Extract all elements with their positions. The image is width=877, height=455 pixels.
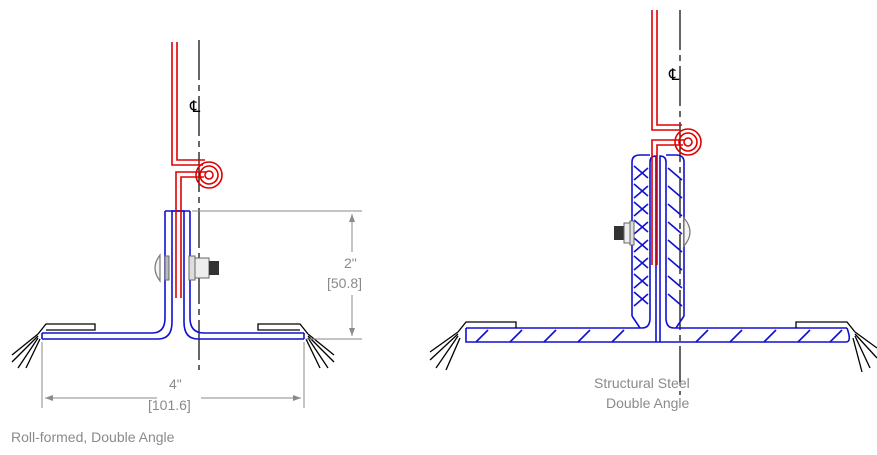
- left-purlin-left: [11, 323, 96, 369]
- left-width-dimension: [41, 342, 305, 408]
- right-purlin-right: [795, 321, 877, 373]
- left-height-dimension: [192, 210, 362, 340]
- right-purlin-left: [429, 321, 517, 371]
- left-width-inches: 4": [169, 376, 182, 392]
- left-centerline-label: ℄: [189, 97, 201, 116]
- right-centerline-label: ℄: [668, 65, 680, 84]
- right-panel-seam: [651, 10, 702, 265]
- left-bolt: [154, 253, 219, 283]
- left-detail: ℄: [11, 40, 362, 445]
- left-caption: Roll-formed, Double Angle: [11, 429, 175, 445]
- left-height-inches: 2": [344, 255, 357, 271]
- left-height-mm: [50.8]: [327, 275, 362, 291]
- right-caption-line1: Structural Steel: [594, 375, 690, 391]
- left-panel-seam: [171, 42, 223, 298]
- left-purlin-right: [257, 323, 335, 369]
- right-clip-angle: [465, 154, 851, 343]
- right-bolt: [614, 216, 691, 248]
- right-caption-line2: Double Angle: [606, 395, 690, 411]
- left-width-mm: [101.6]: [148, 397, 191, 413]
- right-detail: ℄: [429, 10, 877, 411]
- left-clip-angle: [41, 210, 305, 340]
